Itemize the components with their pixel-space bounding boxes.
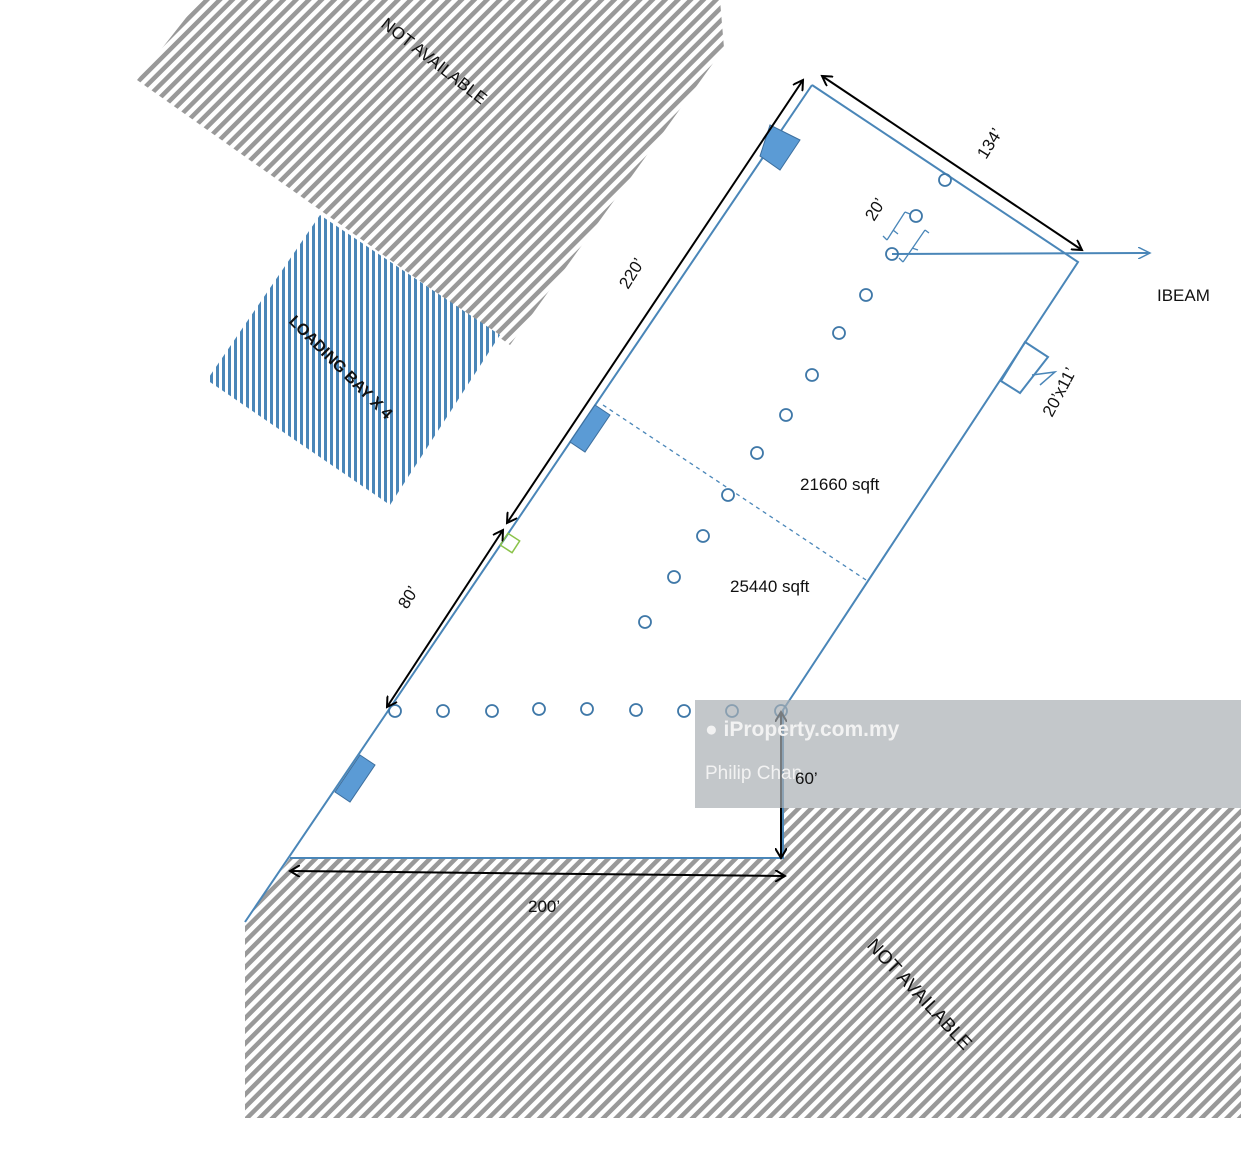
area-upper: 21660 sqft — [800, 475, 880, 494]
ibeam-arrow — [891, 253, 1150, 254]
dim-left-upper: 220’ — [615, 255, 648, 292]
dim-top: 134’ — [973, 125, 1006, 162]
not-available-zone-bottom — [245, 808, 1241, 1118]
location-pin-icon: ● — [705, 718, 718, 741]
dim-right-lower: 60’ — [795, 769, 818, 788]
dim-bottom: 200’ — [528, 897, 560, 916]
door-20x11 — [999, 340, 1050, 395]
watermark-brand-text: iProperty.com.my — [723, 718, 900, 741]
watermark: ● iProperty.com.my Philip Chan — [695, 700, 1241, 808]
area-lower: 25440 sqft — [730, 577, 810, 596]
loading-bay-zone — [207, 215, 500, 505]
dim-column-spacing: 20’ — [861, 195, 889, 224]
door-arrow — [1031, 370, 1058, 386]
watermark-agent: Philip Chan — [705, 763, 803, 784]
dim-left-lower: 80’ — [394, 583, 422, 612]
watermark-brand: ● iProperty.com.my — [705, 718, 899, 742]
ibeam-label: IBEAM — [1157, 286, 1210, 305]
marker-square — [499, 532, 521, 554]
